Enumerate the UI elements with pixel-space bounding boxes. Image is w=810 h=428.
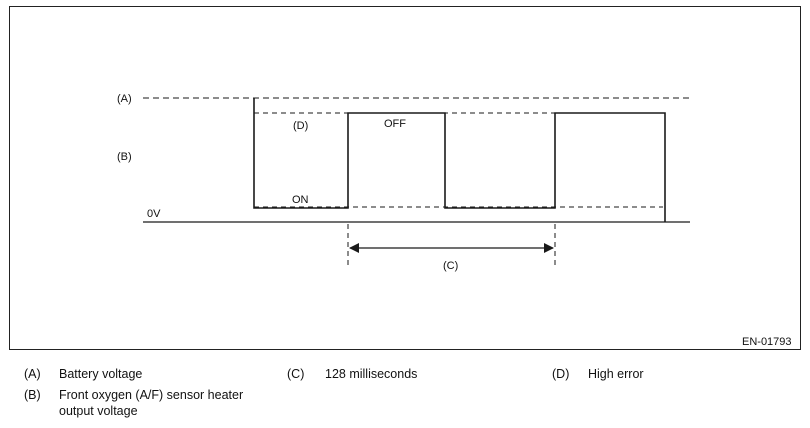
label-c: (C) [443,260,458,272]
legend-text-c: 128 milliseconds [325,367,418,381]
label-b: (B) [117,151,132,163]
legend-text-b: Front oxygen (A/F) sensor heater output … [59,388,244,418]
legend-key-c: (C) [287,367,305,381]
legend-text-a: Battery voltage [59,367,143,381]
label-zero-volt: 0V [147,208,161,220]
label-off: OFF [384,118,406,130]
legend-key-a: (A) [24,367,41,381]
heater-output-waveform [253,98,666,222]
label-d: (D) [293,120,308,132]
label-on: ON [292,194,309,206]
legend-key-d: (D) [552,367,570,381]
figure-code: EN-01793 [742,336,792,348]
label-a: (A) [117,93,132,105]
legend-text-d: High error [588,367,644,381]
diagram-frame [9,6,801,350]
legend-key-b: (B) [24,388,41,402]
